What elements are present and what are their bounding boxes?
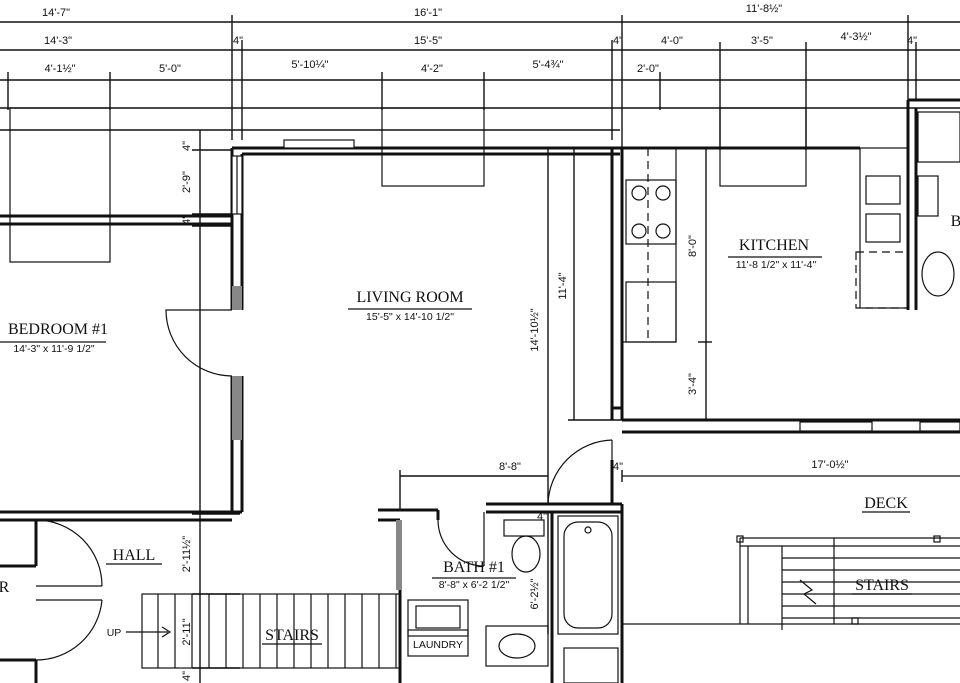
dim-top3-d: 4'-2" bbox=[421, 63, 443, 75]
living-window bbox=[283, 139, 355, 149]
bath-name: BATH #1 bbox=[443, 559, 505, 576]
stove-icon bbox=[625, 179, 677, 245]
dim-top3-b: 5'-0" bbox=[159, 63, 181, 75]
laundry-label: LAUNDRY bbox=[413, 639, 463, 651]
dim-top2-d: 4" bbox=[613, 35, 623, 47]
walls bbox=[0, 98, 960, 683]
dim-small-4b: 4" bbox=[613, 461, 623, 473]
dim-top2-g: 4'-3½" bbox=[840, 31, 871, 43]
washer-icon bbox=[407, 599, 469, 637]
dim-small-4a: 4" bbox=[537, 511, 547, 523]
dim-left-b: 2'-9" bbox=[181, 171, 193, 193]
dim-left-c: 4" bbox=[181, 215, 193, 225]
dim-top1-a: 14'-7" bbox=[42, 7, 70, 19]
doors bbox=[35, 309, 613, 661]
dim-kitchen-v1: 8'-0" bbox=[687, 235, 699, 257]
edge-right-label: B bbox=[951, 213, 960, 230]
toilet-icon bbox=[511, 535, 541, 573]
dim-top2-a: 14'-3" bbox=[44, 35, 72, 47]
edge-left-label: R bbox=[0, 579, 10, 596]
kitchen-name: KITCHEN bbox=[739, 237, 810, 254]
dim-top2-c: 15'-5" bbox=[414, 35, 442, 47]
stairs-left: UP bbox=[107, 593, 401, 669]
dim-left-d: 2'-11½" bbox=[181, 536, 193, 572]
dim-top3-e: 5'-4¾" bbox=[532, 59, 563, 71]
dim-bath-width: 8'-8" bbox=[499, 461, 521, 473]
dim-top2-h: 4" bbox=[907, 35, 917, 47]
living-room-size: 15'-5" x 14'-10 1/2" bbox=[366, 311, 454, 323]
dim-top3-c: 5'-10¼" bbox=[291, 59, 328, 71]
dim-top2-b: 4" bbox=[233, 35, 243, 47]
living-room-name: LIVING ROOM bbox=[356, 289, 463, 306]
bedroom-size: 14'-3" x 11'-9 1/2" bbox=[13, 343, 95, 355]
up-label: UP bbox=[107, 627, 122, 639]
kitchen-fixtures: 8'-0" 3'-4" 11'-4" bbox=[557, 111, 960, 421]
dim-living-v1: 14'-10½" bbox=[529, 308, 541, 351]
dim-top1-b: 16'-1" bbox=[414, 7, 442, 19]
bathtub-icon bbox=[557, 515, 619, 635]
dim-deck-width: 17'-0½" bbox=[811, 459, 848, 471]
dim-left-f: 4" bbox=[181, 671, 193, 681]
dim-top2-e: 4'-0" bbox=[661, 35, 683, 47]
bedroom-name: BEDROOM #1 bbox=[8, 321, 108, 338]
kitchen-size: 11'-8 1/2" x 11'-4" bbox=[736, 259, 817, 271]
dim-kitchen-v2: 3'-4" bbox=[687, 373, 699, 395]
deck-label: DECK bbox=[864, 495, 908, 512]
bath-fixtures: LAUNDRY bbox=[407, 515, 619, 683]
sink-icon bbox=[865, 175, 901, 205]
dim-top2-f: 3'-5" bbox=[751, 35, 773, 47]
dim-top3-f: 2'-0" bbox=[637, 63, 659, 75]
room-labels: BEDROOM #1 14'-3" x 11'-9 1/2" LIVING RO… bbox=[0, 213, 960, 645]
deck: 17'-0½" bbox=[621, 459, 960, 630]
stairs-right-label: STAIRS bbox=[855, 577, 909, 594]
dim-top3-a: 4'-1½" bbox=[44, 63, 75, 75]
living-dimensions: 14'-10½" 8'-8" 6'-2½" 4" 4" bbox=[399, 148, 623, 634]
hall-label: HALL bbox=[113, 547, 156, 564]
windows bbox=[231, 139, 355, 215]
bath-size: 8'-8" x 6'-2 1/2" bbox=[439, 579, 510, 591]
stairs-left-label: STAIRS bbox=[265, 627, 319, 644]
top-dimension-lines: 14'-7" 16'-1" 11'-8½" 14'-3" 4" 15'-5" 4… bbox=[0, 3, 960, 150]
fridge-icon bbox=[625, 281, 677, 343]
dim-bath-height: 6'-2½" bbox=[529, 578, 541, 609]
dim-living-v2: 11'-4" bbox=[557, 272, 569, 299]
dim-left-a: 4" bbox=[181, 141, 193, 151]
bedroom-features bbox=[9, 107, 807, 263]
dim-top1-c: 11'-8½" bbox=[746, 3, 782, 15]
sink-bath-icon bbox=[485, 625, 549, 667]
dim-left-e: 2'-11" bbox=[181, 618, 193, 645]
